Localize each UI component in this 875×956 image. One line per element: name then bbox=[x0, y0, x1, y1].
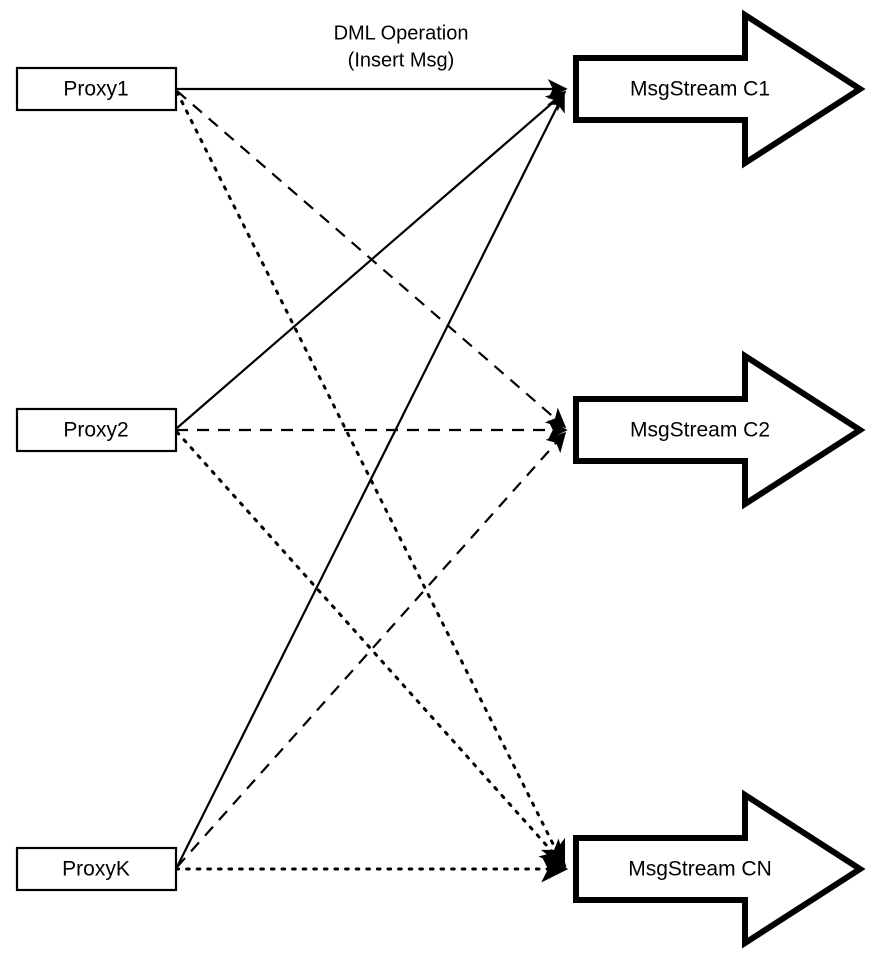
proxy2-box[interactable] bbox=[15, 407, 178, 453]
edge-proxyK-to-c1 bbox=[176, 91, 565, 868]
msgstream-cn-arrow-shape[interactable] bbox=[573, 789, 866, 949]
edge-proxy2-to-cn bbox=[175, 430, 567, 868]
edge-proxy1-to-cn bbox=[175, 90, 566, 869]
proxy1-label: Proxy1 bbox=[63, 78, 128, 101]
node-msgstream-c1[interactable]: MsgStream C1 bbox=[573, 9, 866, 169]
node-proxyK[interactable]: ProxyK bbox=[15, 846, 178, 892]
msgstream-c1-label: MsgStream C1 bbox=[630, 78, 770, 101]
msgstream-c2-arrow-shape[interactable] bbox=[573, 350, 866, 510]
proxyK-box[interactable] bbox=[15, 846, 178, 892]
edge-group-proxyK bbox=[174, 91, 569, 883]
msgstream-cn-label: MsgStream CN bbox=[628, 858, 772, 881]
edge-label-dml-operation: DML Operation (Insert Msg) bbox=[334, 22, 469, 71]
msgstream-c1-arrow-shape[interactable] bbox=[573, 9, 866, 169]
msgstream-c2-label: MsgStream C2 bbox=[630, 419, 770, 442]
edge-label-line-2: (Insert Msg) bbox=[348, 49, 455, 71]
node-proxy2[interactable]: Proxy2 bbox=[15, 407, 178, 453]
edge-proxyK-to-c2 bbox=[176, 431, 567, 868]
proxyK-label: ProxyK bbox=[62, 858, 130, 881]
edge-group-proxy2 bbox=[175, 90, 568, 868]
edge-label-line-1: DML Operation bbox=[334, 22, 469, 44]
proxy2-label: Proxy2 bbox=[63, 419, 128, 442]
node-msgstream-cn[interactable]: MsgStream CN bbox=[573, 789, 866, 949]
node-proxy1[interactable]: Proxy1 bbox=[15, 66, 178, 112]
proxy1-box[interactable] bbox=[15, 66, 178, 112]
node-msgstream-c2[interactable]: MsgStream C2 bbox=[573, 350, 866, 510]
edge-proxy2-to-c1 bbox=[176, 90, 567, 429]
